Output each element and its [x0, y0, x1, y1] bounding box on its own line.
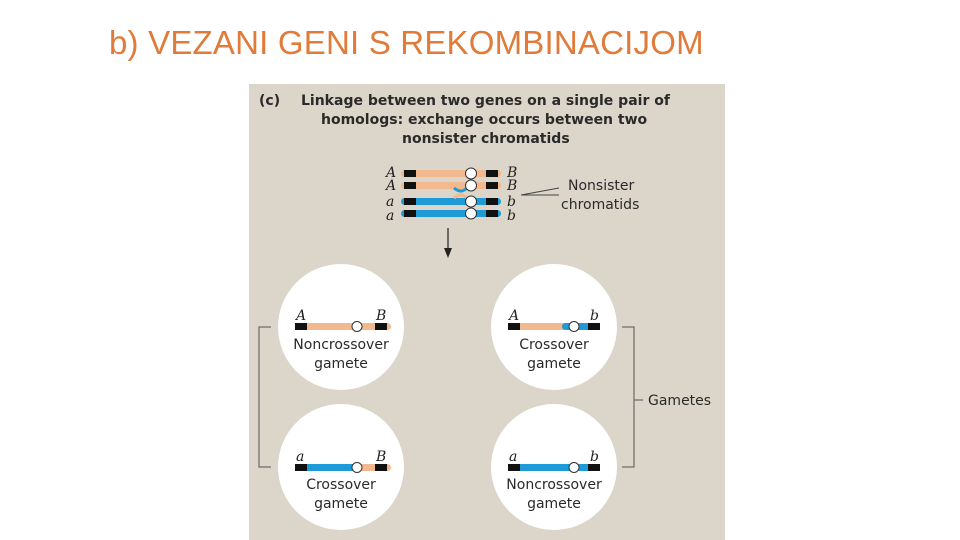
caption-line-3: nonsister chromatids — [402, 131, 570, 147]
nonsister-label-1: Nonsister — [568, 178, 634, 194]
crossover-mark — [453, 186, 469, 193]
gamete-allele-right: B — [375, 308, 386, 324]
gamete-locus-right — [375, 323, 387, 330]
gamete-type: Crossover — [306, 477, 376, 493]
gamete-chromatid — [295, 323, 391, 330]
gamete-top-left: A B Noncrossover gamete — [278, 264, 404, 390]
gamete-word: gamete — [314, 356, 368, 372]
caption-line-1: Linkage between two genes on a single pa… — [301, 93, 671, 109]
locus-a3 — [404, 198, 416, 205]
allele-left-1: A — [384, 165, 396, 181]
centromere-4 — [465, 207, 477, 220]
left-bracket — [258, 326, 271, 468]
panel-label: (c) — [259, 93, 280, 109]
gamete-type: Noncrossover — [293, 337, 389, 353]
gamete-word: gamete — [314, 496, 368, 512]
gamete-locus-left — [295, 464, 307, 471]
locus-a2 — [404, 182, 416, 189]
allele-right-3: b — [507, 194, 516, 210]
gamete-allele-right: b — [590, 449, 599, 465]
gamete-bottom-left: a B Crossover gamete — [278, 404, 404, 530]
locus-b2 — [486, 182, 498, 189]
centromere-3 — [465, 195, 477, 208]
allele-left-2: A — [384, 178, 396, 194]
gamete-type: Crossover — [519, 337, 589, 353]
locus-a4 — [404, 210, 416, 217]
locus-a1 — [404, 170, 416, 177]
allele-right-2: B — [506, 178, 517, 194]
gamete-allele-right: b — [590, 308, 599, 324]
allele-right-4: b — [507, 208, 516, 224]
slide-title: b) VEZANI GENI S REKOMBINACIJOM — [109, 24, 704, 61]
linkage-figure: (c) Linkage between two genes on a singl… — [249, 84, 725, 540]
gamete-locus-right — [588, 323, 600, 330]
gamete-centromere — [568, 321, 580, 332]
gamete-allele-right: B — [375, 449, 386, 465]
chromatid-bundle — [401, 167, 501, 220]
gamete-chromatid-blue — [508, 464, 600, 471]
gamete-chromatid-blue — [295, 464, 361, 471]
gamete-chromatid-orange — [508, 323, 568, 330]
gamete-locus-right — [588, 464, 600, 471]
centromere-2 — [465, 179, 477, 192]
gamete-locus-left — [508, 323, 520, 330]
crossover-mark-2 — [453, 193, 469, 200]
gamete-allele-left: a — [296, 449, 304, 465]
allele-right-1: B — [506, 165, 517, 181]
gamete-allele-left: a — [509, 449, 517, 465]
gamete-centromere — [351, 462, 363, 473]
gamete-allele-left: A — [507, 308, 519, 324]
linkage-diagram: (c) Linkage between two genes on a singl… — [249, 84, 725, 540]
gamete-centromere — [568, 462, 580, 473]
gamete-top-right: A b Crossover gamete — [491, 264, 617, 390]
gamete-locus-right — [375, 464, 387, 471]
locus-b1 — [486, 170, 498, 177]
nonsister-label-2: chromatids — [561, 197, 639, 213]
gamete-locus-left — [295, 323, 307, 330]
locus-b4 — [486, 210, 498, 217]
caption-line-2: homologs: exchange occurs between two — [321, 112, 648, 128]
right-bracket — [622, 326, 635, 468]
gamete-bottom-right: a b Noncrossover gamete — [491, 404, 617, 530]
down-arrow-icon — [444, 248, 452, 258]
locus-b3 — [486, 198, 498, 205]
gamete-locus-left — [508, 464, 520, 471]
allele-left-3: a — [386, 194, 394, 210]
allele-left-4: a — [386, 208, 394, 224]
gamete-type: Noncrossover — [506, 477, 602, 493]
gamete-centromere — [351, 321, 363, 332]
gamete-word: gamete — [527, 356, 581, 372]
gamete-allele-left: A — [294, 308, 306, 324]
centromere-1 — [465, 167, 477, 180]
pointer-line-1 — [520, 187, 560, 196]
gametes-label: Gametes — [648, 393, 711, 409]
gamete-word: gamete — [527, 496, 581, 512]
